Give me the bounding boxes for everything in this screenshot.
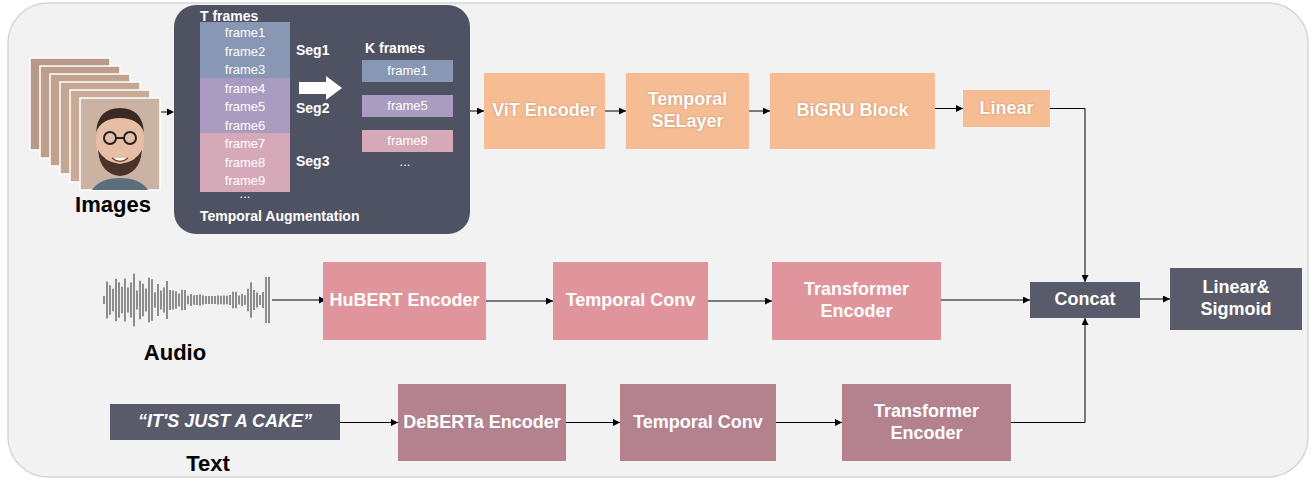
frame-bar: frame3 bbox=[200, 59, 290, 81]
flow-arrow bbox=[1140, 299, 1170, 300]
box-label: frame1 bbox=[225, 25, 265, 41]
flow-arrow bbox=[566, 422, 620, 423]
outer-frame bbox=[8, 3, 1308, 477]
box-label: frame6 bbox=[225, 118, 265, 134]
flow-arrow bbox=[708, 301, 772, 302]
frame-bar: frame5 bbox=[362, 95, 453, 117]
flow-arrow bbox=[935, 108, 963, 109]
augmentation-panel: T frames K framesTemporal Augmentation fra… bbox=[174, 5, 470, 234]
flow-arrow bbox=[340, 422, 398, 423]
process-box: Temporal Conv bbox=[620, 384, 776, 461]
segment-label: Seg3 bbox=[296, 153, 329, 169]
frame-bar: frame7 bbox=[200, 133, 290, 155]
process-box: Concat bbox=[1030, 282, 1140, 318]
box-label: Temporal Conv bbox=[566, 290, 696, 312]
process-box: HuBERT Encoder bbox=[323, 262, 486, 340]
frame-bar: frame6 bbox=[200, 115, 290, 137]
process-box: BiGRU Block bbox=[770, 73, 935, 149]
process-box: Linear& Sigmoid bbox=[1170, 268, 1302, 330]
box-label: DeBERTa Encoder bbox=[403, 412, 561, 434]
process-box: “IT'S JUST A CAKE” bbox=[110, 404, 340, 440]
box-label: frame2 bbox=[225, 44, 265, 60]
frame-bar: frame8 bbox=[200, 152, 290, 174]
box-label: frame1 bbox=[387, 63, 427, 79]
box-label: frame5 bbox=[225, 99, 265, 115]
box-label: frame3 bbox=[225, 62, 265, 78]
frame-bar: frame8 bbox=[362, 130, 453, 152]
flow-arrow bbox=[941, 300, 1030, 301]
frame-bar: frame1 bbox=[200, 22, 290, 44]
box-label: Temporal SELayer bbox=[626, 89, 749, 132]
box-label: HuBERT Encoder bbox=[329, 290, 479, 312]
box-label: Concat bbox=[1054, 289, 1115, 311]
ellipsis: ... bbox=[400, 154, 411, 169]
segment-label: Seg2 bbox=[296, 100, 329, 116]
frame-bar: frame5 bbox=[200, 96, 290, 118]
process-box: DeBERTa Encoder bbox=[398, 384, 566, 461]
box-label: frame8 bbox=[225, 155, 265, 171]
box-label: BiGRU Block bbox=[796, 100, 908, 122]
flow-arrow bbox=[776, 422, 842, 423]
frame-bar: frame9 bbox=[200, 170, 290, 192]
audio-waveform bbox=[104, 274, 269, 327]
flow-arrow bbox=[1050, 109, 1085, 283]
process-box: Temporal SELayer bbox=[626, 73, 749, 149]
process-box: Linear bbox=[963, 90, 1050, 127]
box-label: frame8 bbox=[387, 133, 427, 149]
box-label: frame5 bbox=[387, 98, 427, 114]
input-arrows bbox=[161, 109, 326, 304]
sampling-arrow bbox=[299, 76, 342, 100]
box-label: frame4 bbox=[225, 81, 265, 97]
box-label: frame9 bbox=[225, 173, 265, 189]
box-label: frame7 bbox=[225, 136, 265, 152]
segment-label: Seg1 bbox=[296, 42, 329, 58]
panel-heading: Temporal Augmentation bbox=[200, 208, 359, 224]
box-label: “IT'S JUST A CAKE” bbox=[138, 411, 312, 433]
process-box: Transformer Encoder bbox=[772, 262, 941, 340]
flow-arrow bbox=[470, 111, 484, 112]
ellipsis: ... bbox=[240, 186, 251, 201]
flow-arrow bbox=[605, 111, 626, 112]
flow-arrow bbox=[749, 111, 770, 112]
box-label: Transformer Encoder bbox=[772, 279, 941, 322]
image-stack bbox=[30, 58, 160, 190]
input-label: Text bbox=[186, 451, 230, 477]
flow-arrow bbox=[486, 301, 553, 302]
process-box: ViT Encoder bbox=[484, 73, 605, 149]
process-box: Transformer Encoder bbox=[842, 384, 1011, 461]
flow-arrow bbox=[1011, 318, 1085, 423]
process-box: Temporal Conv bbox=[553, 262, 708, 340]
box-label: Linear& Sigmoid bbox=[1170, 277, 1302, 320]
box-label: Temporal Conv bbox=[633, 412, 763, 434]
box-label: ViT Encoder bbox=[492, 100, 597, 122]
panel-heading: K frames bbox=[365, 40, 425, 56]
box-label: Linear bbox=[979, 98, 1033, 120]
frame-bar: frame1 bbox=[362, 60, 453, 82]
panel-heading: T frames bbox=[200, 8, 258, 24]
input-label: Audio bbox=[144, 340, 206, 366]
box-label: Transformer Encoder bbox=[842, 401, 1011, 444]
input-label: Images bbox=[75, 192, 151, 218]
frame-bar: frame4 bbox=[200, 78, 290, 100]
frame-bar: frame2 bbox=[200, 41, 290, 63]
